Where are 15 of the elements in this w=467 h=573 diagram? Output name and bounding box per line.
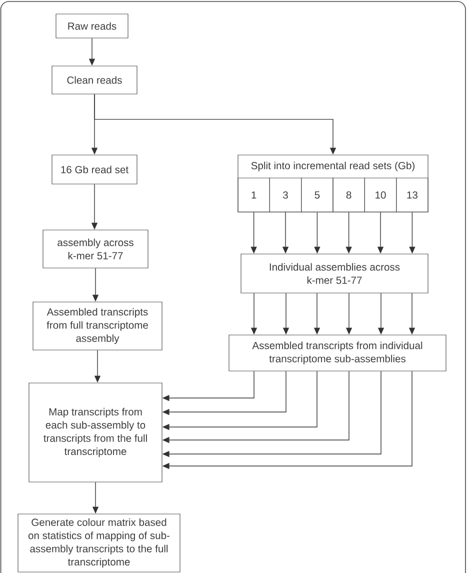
read-set-cell: 13 bbox=[396, 178, 428, 212]
process-box: Generate colour matrix based on statistics of mapping of sub-assembly transcripts to the full transcriptome bbox=[18, 514, 180, 572]
read-set-cell: 3 bbox=[269, 178, 302, 212]
process-box: Assembled transcripts from full transcriptome assembly bbox=[32, 302, 162, 350]
process-box: assembly across k-mer 51-77 bbox=[42, 230, 148, 268]
read-set-cell: 10 bbox=[364, 178, 397, 212]
process-box: 16 Gb read set bbox=[52, 154, 138, 184]
read-set-cell: 5 bbox=[301, 178, 334, 212]
process-box: Assembled transcripts from individual transcriptome sub-assemblies bbox=[228, 334, 446, 372]
read-set-cell: 8 bbox=[332, 178, 365, 212]
process-box: Individual assemblies across k-mer 51-77 bbox=[240, 254, 428, 294]
process-box: Raw reads bbox=[56, 14, 128, 38]
read-set-cell: 1 bbox=[238, 178, 270, 212]
process-box: Map transcripts from each sub-assembly to transcripts from the full transcriptome bbox=[28, 382, 162, 482]
process-box: Clean reads bbox=[52, 66, 138, 94]
